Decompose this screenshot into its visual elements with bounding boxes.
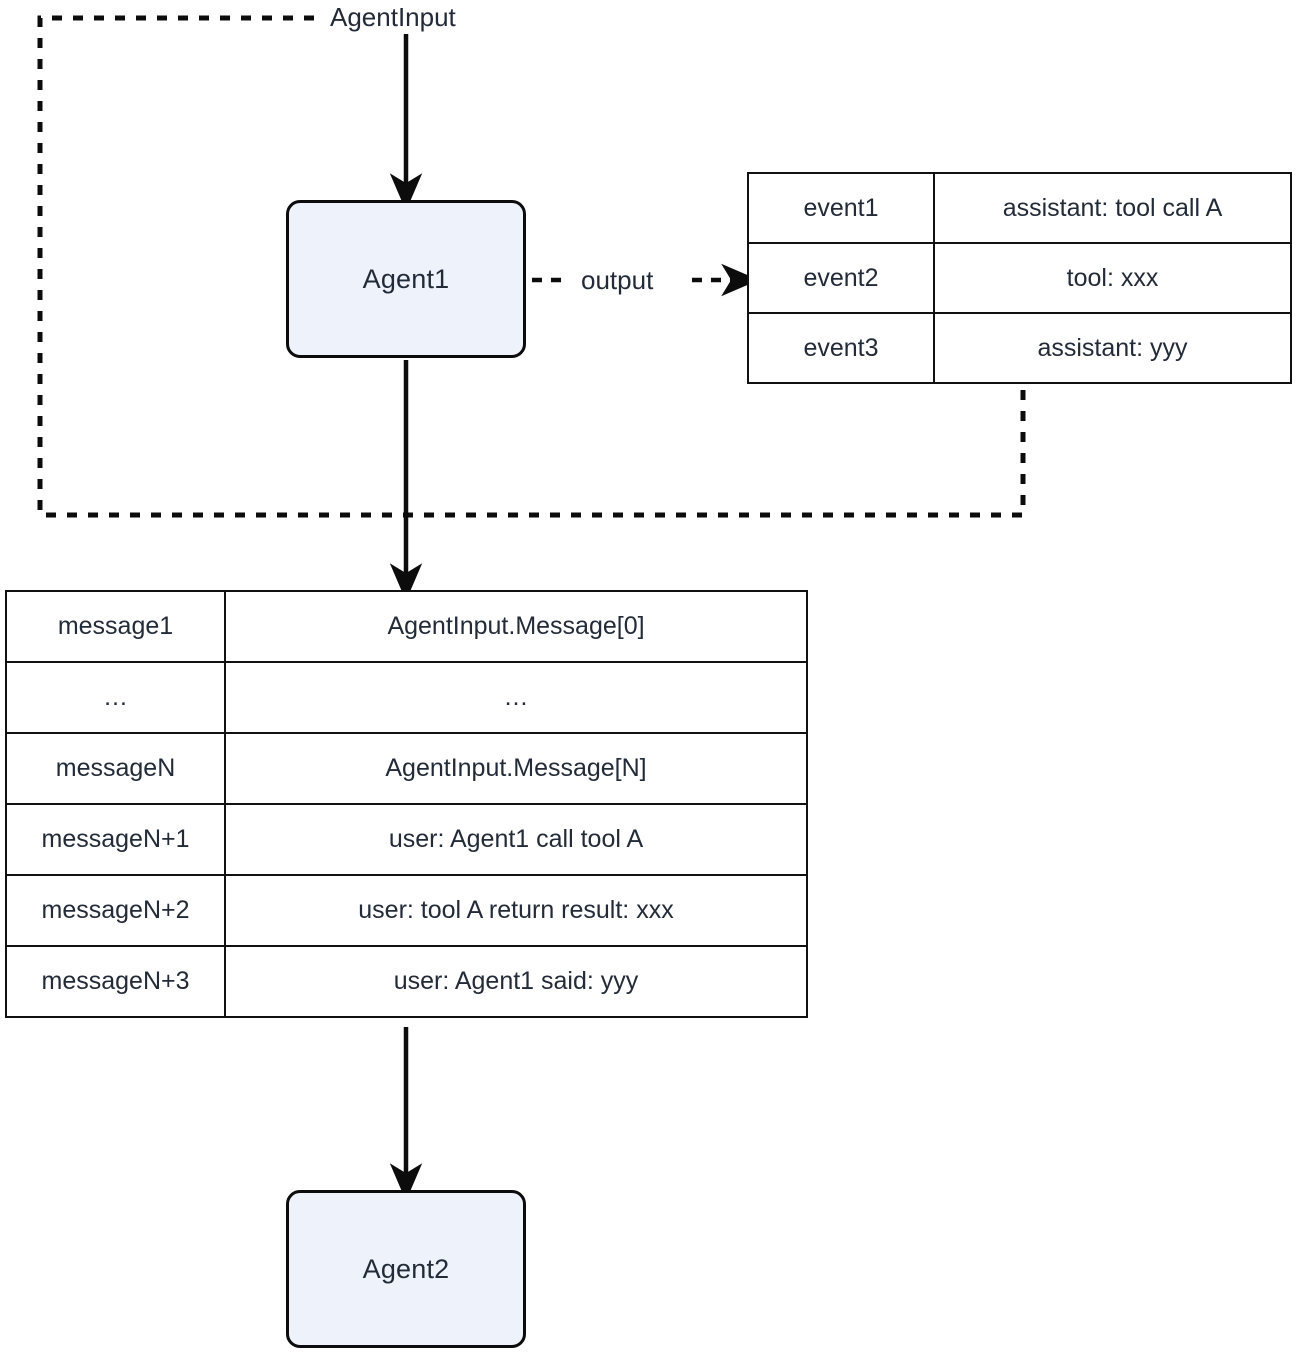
edge-label-output: output bbox=[581, 265, 654, 295]
messages-table-row-value: user: tool A return result: xxx bbox=[224, 874, 808, 947]
messages-table-row-value: … bbox=[224, 661, 808, 734]
node-agent2-label: Agent2 bbox=[362, 1253, 450, 1284]
node-agent2[interactable]: Agent2 bbox=[286, 1190, 526, 1348]
messages-table-row-key: … bbox=[5, 661, 226, 734]
messages-table-row-value: user: Agent1 said: yyy bbox=[224, 945, 808, 1018]
edge-label-agent-input: AgentInput bbox=[330, 2, 456, 32]
node-agent1-label: Agent1 bbox=[362, 263, 450, 294]
messages-table-row-value: AgentInput.Message[N] bbox=[224, 732, 808, 805]
messages-table-row-key: message1 bbox=[5, 590, 226, 663]
node-agent1[interactable]: Agent1 bbox=[286, 200, 526, 358]
messages-table-row-value: AgentInput.Message[0] bbox=[224, 590, 808, 663]
events-table-row-key: event1 bbox=[747, 172, 935, 244]
messages-table-row-key: messageN bbox=[5, 732, 226, 805]
events-table-row-value: assistant: yyy bbox=[933, 312, 1292, 384]
messages-table-row-value: user: Agent1 call tool A bbox=[224, 803, 808, 876]
events-table-row-key: event2 bbox=[747, 242, 935, 314]
events-table-row-value: assistant: tool call A bbox=[933, 172, 1292, 244]
messages-table-row-key: messageN+1 bbox=[5, 803, 226, 876]
events-table-row-key: event3 bbox=[747, 312, 935, 384]
messages-table-row-key: messageN+2 bbox=[5, 874, 226, 947]
events-table-row-value: tool: xxx bbox=[933, 242, 1292, 314]
messages-table-row: …… bbox=[5, 661, 808, 734]
messages-table-row-key: messageN+3 bbox=[5, 945, 226, 1018]
